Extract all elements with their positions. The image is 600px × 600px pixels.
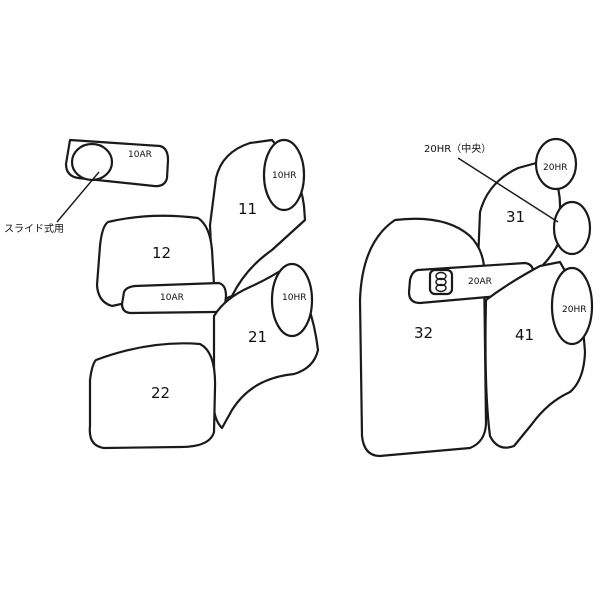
center-headrest-leader-line	[457, 157, 559, 223]
seat-cushion-22: 22	[88, 342, 217, 450]
slide-note-label: スライド式用	[4, 222, 64, 235]
headrest-41-label: 20HR	[562, 305, 586, 315]
seat-31-label: 31	[506, 208, 525, 226]
armrest-rear-label: 20AR	[468, 277, 492, 287]
armrest-cover-10ar-front: 10AR	[64, 138, 170, 188]
seat-back-21: 10HR 21	[212, 262, 320, 430]
seat-32-label: 32	[414, 324, 433, 342]
armrest-cover-10ar-middle: 10AR	[120, 281, 228, 315]
seat-22-label: 22	[151, 384, 170, 402]
headrest-21-label: 10HR	[282, 293, 306, 303]
armrest-middle-label: 10AR	[160, 293, 184, 303]
seat-back-41: 20HR 41	[484, 260, 594, 449]
armrest-front-label: 10AR	[128, 150, 152, 160]
headrest-11-label: 10HR	[272, 171, 296, 181]
center-headrest: 20HR（中央）	[424, 142, 592, 256]
center-headrest-label: 20HR（中央）	[424, 142, 491, 155]
headrest-31-label: 20HR	[543, 163, 567, 173]
seat-32: 32	[358, 217, 488, 458]
seat-21-label: 21	[248, 328, 267, 346]
seat-12-label: 12	[152, 244, 171, 262]
slide-note-leader-line	[56, 171, 100, 223]
seat-11-label: 11	[238, 200, 257, 218]
seat-41-label: 41	[515, 326, 534, 344]
